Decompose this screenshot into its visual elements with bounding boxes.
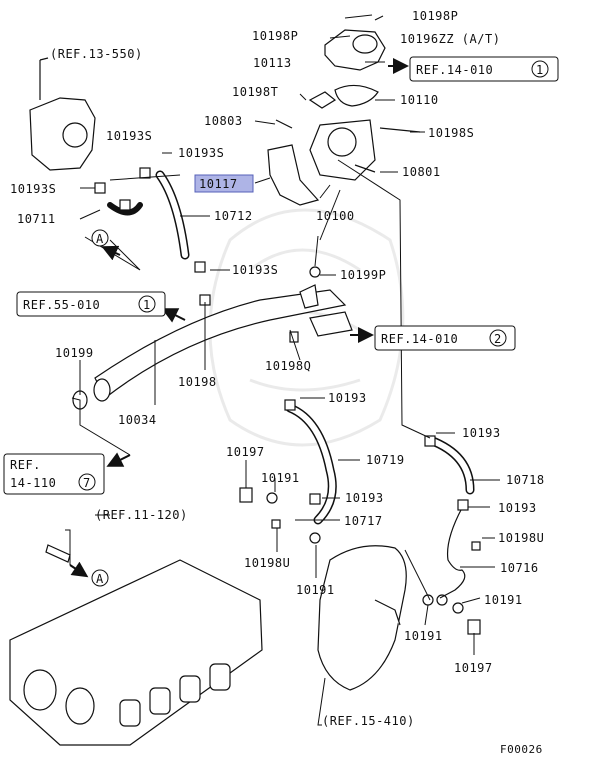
label-10716[interactable]: 10716 <box>500 561 539 575</box>
ref-paren-labels: (REF.13-550) (REF.11-120) (REF.15-410) <box>50 47 415 728</box>
ref-number: 7 <box>83 476 91 490</box>
label-10711[interactable]: 10711 <box>17 212 56 226</box>
label-10193S-a[interactable]: 10193S <box>106 129 152 143</box>
ref-number: 2 <box>494 332 502 346</box>
label-10198[interactable]: 10198 <box>178 375 217 389</box>
tube-10716 <box>436 507 466 606</box>
label-10191-c[interactable]: 10191 <box>484 593 523 607</box>
part-labels: 10198P 10196ZZ (A/T) 10198P 10113 10198T… <box>10 9 545 675</box>
label-10191-b[interactable]: 10191 <box>296 583 335 597</box>
label-10717[interactable]: 10717 <box>344 514 383 528</box>
ref-number: 1 <box>143 298 151 312</box>
label-10198T[interactable]: 10198T <box>232 85 278 99</box>
svg-text:10117: 10117 <box>199 177 238 191</box>
marker-a-1: A <box>91 229 109 247</box>
reference-arrows <box>69 58 409 578</box>
ref-11-120[interactable]: (REF.11-120) <box>95 508 188 522</box>
figure-code: F00026 <box>500 743 543 756</box>
label-10193-a[interactable]: 10193 <box>328 391 367 405</box>
label-10198P-b[interactable]: 10198P <box>252 29 298 43</box>
label-10113[interactable]: 10113 <box>253 56 292 70</box>
label-10193S-c[interactable]: 10193S <box>10 182 56 196</box>
label-10718[interactable]: 10718 <box>506 473 545 487</box>
hoses-inner <box>157 172 473 523</box>
ref-box-14-010-1[interactable]: REF.14-010 1 <box>409 56 559 82</box>
ref-label-line2: 14-110 <box>10 476 56 490</box>
marker-a-2: A <box>91 569 109 587</box>
ref-15-410[interactable]: (REF.15-410) <box>322 714 415 728</box>
ref-label: REF.14-010 <box>381 332 458 346</box>
small-pipe-11-120 <box>45 544 71 563</box>
label-10196ZZ[interactable]: 10196ZZ (A/T) <box>400 32 500 46</box>
outlet-15-410 <box>317 545 407 691</box>
label-10193-b[interactable]: 10193 <box>462 426 501 440</box>
ref-13-550[interactable]: (REF.13-550) <box>50 47 143 61</box>
ref-box-14-010-2[interactable]: REF.14-010 2 <box>374 325 516 351</box>
label-10199P[interactable]: 10199P <box>340 268 386 282</box>
ref-label: REF.55-010 <box>23 298 100 312</box>
label-10198S[interactable]: 10198S <box>428 126 474 140</box>
label-10193S-b[interactable]: 10193S <box>178 146 224 160</box>
highlighted-part-10117[interactable]: 10117 <box>194 174 254 193</box>
thermostat-housing-group <box>267 15 421 206</box>
svg-text:A: A <box>96 232 104 246</box>
label-10191-a[interactable]: 10191 <box>261 471 300 485</box>
label-10712[interactable]: 10712 <box>214 209 253 223</box>
label-10198Q[interactable]: 10198Q <box>265 359 311 373</box>
label-10198P[interactable]: 10198P <box>412 9 458 23</box>
label-10801[interactable]: 10801 <box>402 165 441 179</box>
svg-text:A: A <box>96 572 104 586</box>
label-10193-c[interactable]: 10193 <box>345 491 384 505</box>
label-10198U-a[interactable]: 10198U <box>244 556 290 570</box>
fittings <box>94 167 481 635</box>
label-10191-d[interactable]: 10191 <box>404 629 443 643</box>
label-10197-b[interactable]: 10197 <box>454 661 493 675</box>
label-10198U-b[interactable]: 10198U <box>498 531 544 545</box>
ref-box-55-010[interactable]: REF.55-010 1 <box>16 291 166 317</box>
cylinder-head <box>9 559 263 746</box>
label-10193-d[interactable]: 10193 <box>498 501 537 515</box>
ref13-550-component <box>29 57 96 171</box>
label-10034[interactable]: 10034 <box>118 413 157 427</box>
label-10110[interactable]: 10110 <box>400 93 439 107</box>
label-10197-a[interactable]: 10197 <box>226 445 265 459</box>
label-10719[interactable]: 10719 <box>366 453 405 467</box>
label-10803[interactable]: 10803 <box>204 114 243 128</box>
ref-box-14-110[interactable]: REF. 14-110 7 <box>3 453 105 495</box>
label-10100[interactable]: 10100 <box>316 209 355 223</box>
label-10199[interactable]: 10199 <box>55 346 94 360</box>
ref-label-line1: REF. <box>10 458 41 472</box>
ref-label: REF.14-010 <box>416 63 493 77</box>
label-10193S-d[interactable]: 10193S <box>232 263 278 277</box>
ref-number: 1 <box>536 63 544 77</box>
